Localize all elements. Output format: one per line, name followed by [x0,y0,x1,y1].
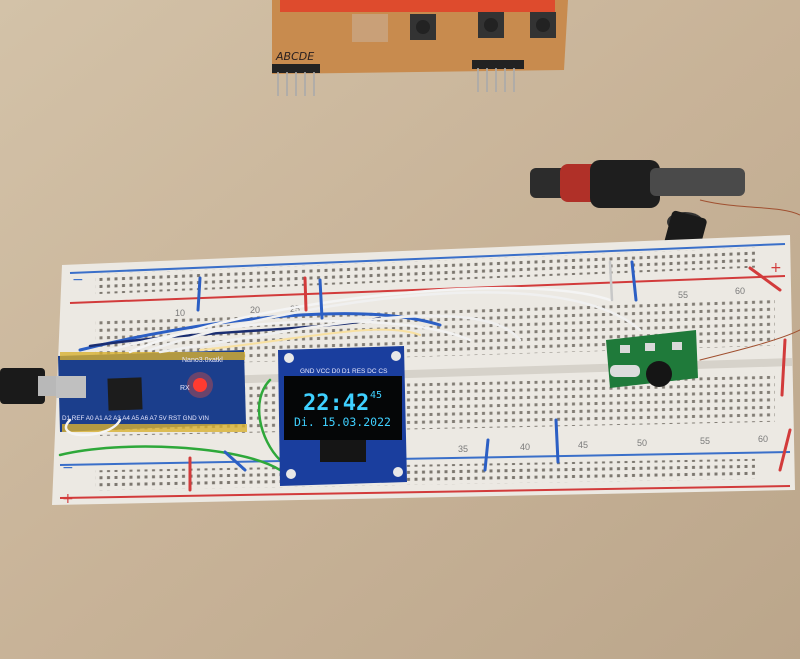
pin-header [62,424,247,432]
rail-holes [95,247,755,295]
pcb-header-label: ABCDE [275,50,314,63]
push-button [478,12,504,38]
top-pcb: ABCDE [272,0,568,96]
oled-date: Di. 15.03.2022 [294,415,391,429]
jumper-wires [58,260,800,492]
column-number: 55 [678,290,688,300]
column-number: 35 [458,444,468,454]
mount-hole [284,353,294,363]
breadboard: + − + − 10 20 25 55 60 35 40 45 50 55 60 [52,235,795,507]
pin-header [60,352,245,360]
column-number: 50 [637,438,647,448]
rx-led [193,378,207,392]
oled-seconds: 45 [370,390,382,401]
oled-module: GND VCC D0 D1 RES DC CS 22:42 45 Di. 15.… [278,346,407,486]
rail-line-red [59,485,791,499]
nano-label: Nano3.0xatkl [182,357,223,364]
column-number: 55 [700,436,710,446]
hole-grid [100,375,775,436]
oled-time: 22:42 [303,391,369,416]
rail-line-blue [59,451,791,466]
mount-hole [393,467,403,477]
push-button [530,12,556,38]
oled-pin-labels: GND VCC D0 D1 RES DC CS [300,368,388,375]
mount-hole [286,469,296,479]
column-number: 40 [520,442,530,452]
rail-line-blue [69,243,786,274]
resistor-array [352,14,388,42]
usb-port [56,376,86,398]
nano-pin-labels: D1 REF A0 A1 A2 A3 A4 A5 A6 A7 5V RST GN… [62,415,209,422]
rail-minus-label: − [72,272,84,288]
rail-plus-label: + [770,260,782,276]
crystal [610,365,640,377]
column-number: 60 [735,286,745,296]
column-number: 10 [175,308,185,318]
oled-ribbon [320,440,366,462]
usb-cable [0,368,60,404]
column-number: 25 [290,304,300,314]
mount-hole [391,351,401,361]
push-button [410,14,436,40]
microcontroller-chip [107,377,143,411]
pin-header [272,64,320,73]
nano-led-label: RX [180,385,190,392]
ferrite-antenna [530,160,800,216]
receiver-module [606,330,698,388]
rail-minus-label: − [62,460,74,476]
column-number: 45 [578,440,588,450]
hole-grid [95,297,775,368]
column-number: 60 [758,434,768,444]
rail-line-red [69,275,786,304]
arduino-nano: Nano3.0xatkl RX D1 REF A0 A1 A2 A3 A4 A5… [56,350,247,432]
rail-holes [95,458,755,491]
oled-screen [284,376,402,440]
column-number: 20 [250,305,260,315]
epoxy-chip [646,361,672,387]
rail-plus-label: + [62,491,74,507]
pin-header [472,60,524,69]
